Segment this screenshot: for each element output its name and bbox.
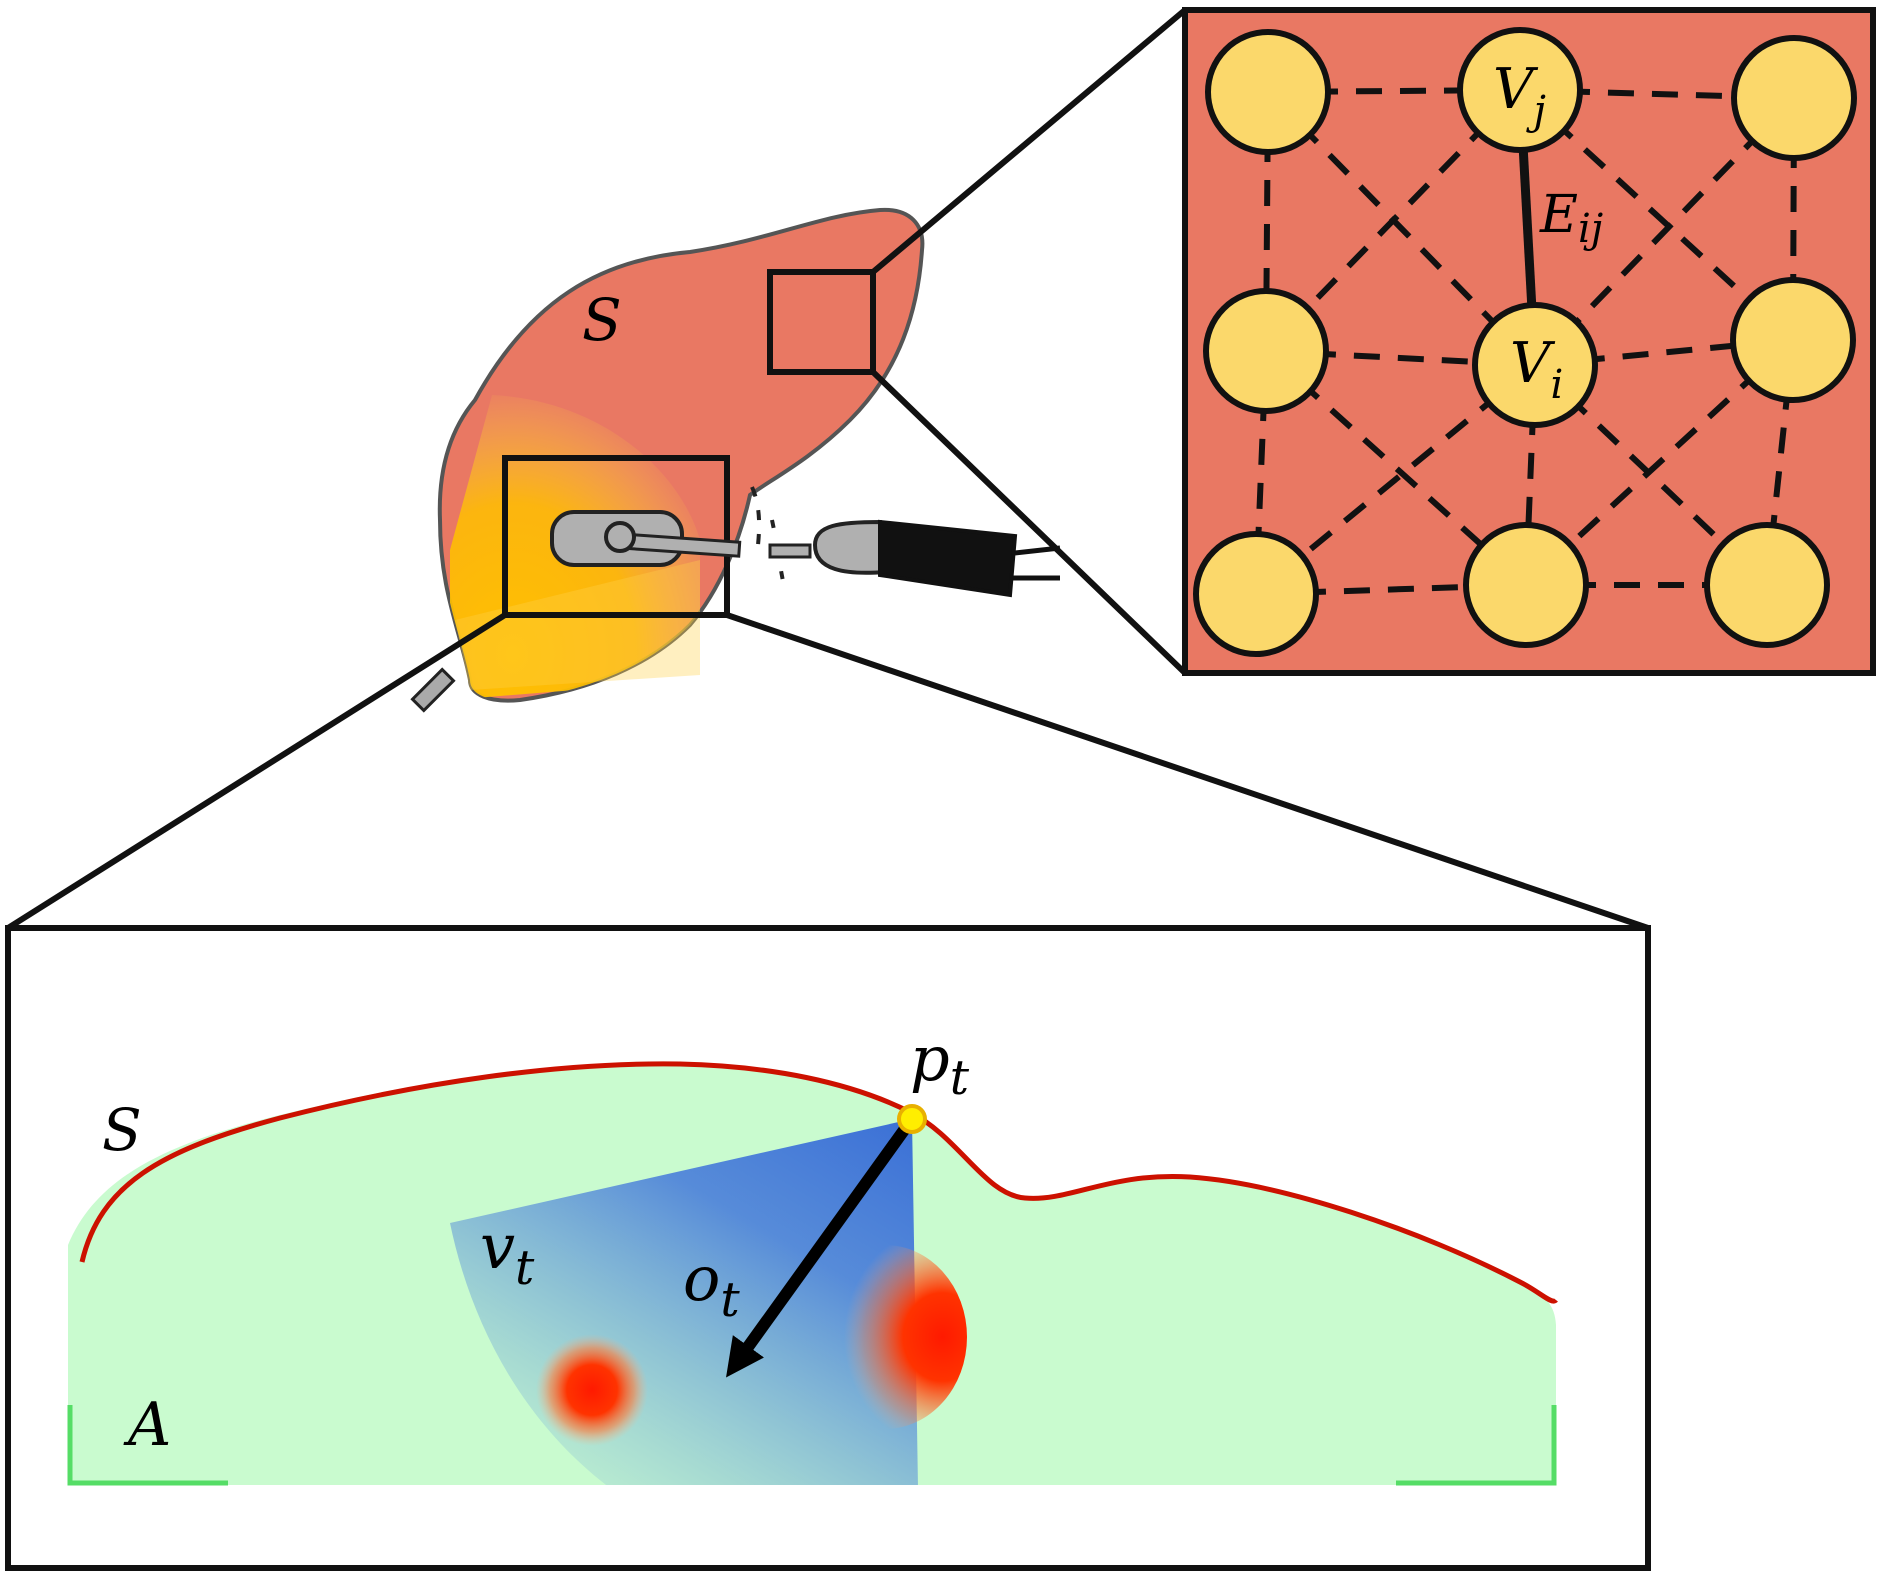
node-vj-label: Vj [1493,57,1546,134]
graph-node [1730,277,1856,403]
graph-node [1731,35,1857,161]
orientation-label: ot [683,1242,740,1328]
instrument-handle [878,519,1018,598]
edge-eij-label: Eij [1539,185,1603,252]
region-corner-right [1396,1405,1557,1486]
region-label: A [123,1390,171,1460]
region-corner-left [67,1405,228,1486]
graph-zoom-box [767,269,876,375]
graph-edge [1265,89,1538,368]
graph-node [1193,531,1319,657]
ultrasound-field-tail [455,560,700,690]
surgical-instrument [550,486,1061,598]
graph-node [1704,522,1830,648]
graph-panel: Vj Vi Eij [1182,7,1876,676]
view-label: vt [480,1210,535,1296]
organ-surface-label: S [582,286,622,354]
instrument-nose [812,519,888,575]
node-vi-label: Vi [1510,331,1563,408]
zoom-connectors [6,7,1649,931]
probe-zoom-box [502,455,730,618]
probe-connector-right [726,612,1649,931]
organ-illustration: S [410,207,925,713]
graph-connector-top [871,7,1187,275]
probe-connector-left [6,612,507,931]
orientation-arrow [726,1115,917,1378]
hotspot [803,1245,967,1429]
probe-joint [604,521,636,553]
hotspot [536,1334,648,1446]
graph-connector-bottom [870,369,1188,676]
tracker-marker [410,667,456,713]
graph-node-vj [1457,27,1583,153]
surface-label: S [102,1096,142,1164]
graph-node [1205,29,1331,155]
graph-node [1463,522,1589,648]
detail-panel: S pt vt ot A [5,925,1651,1571]
point-marker [897,1104,927,1134]
instrument-tip [768,543,812,559]
point-label: pt [910,1022,970,1106]
shaft-break-mark [750,486,762,546]
graph-nodes [1193,27,1857,657]
shaft-break-mark-2 [770,519,788,596]
graph-node [1203,288,1329,414]
graph-node-vi [1472,302,1598,428]
